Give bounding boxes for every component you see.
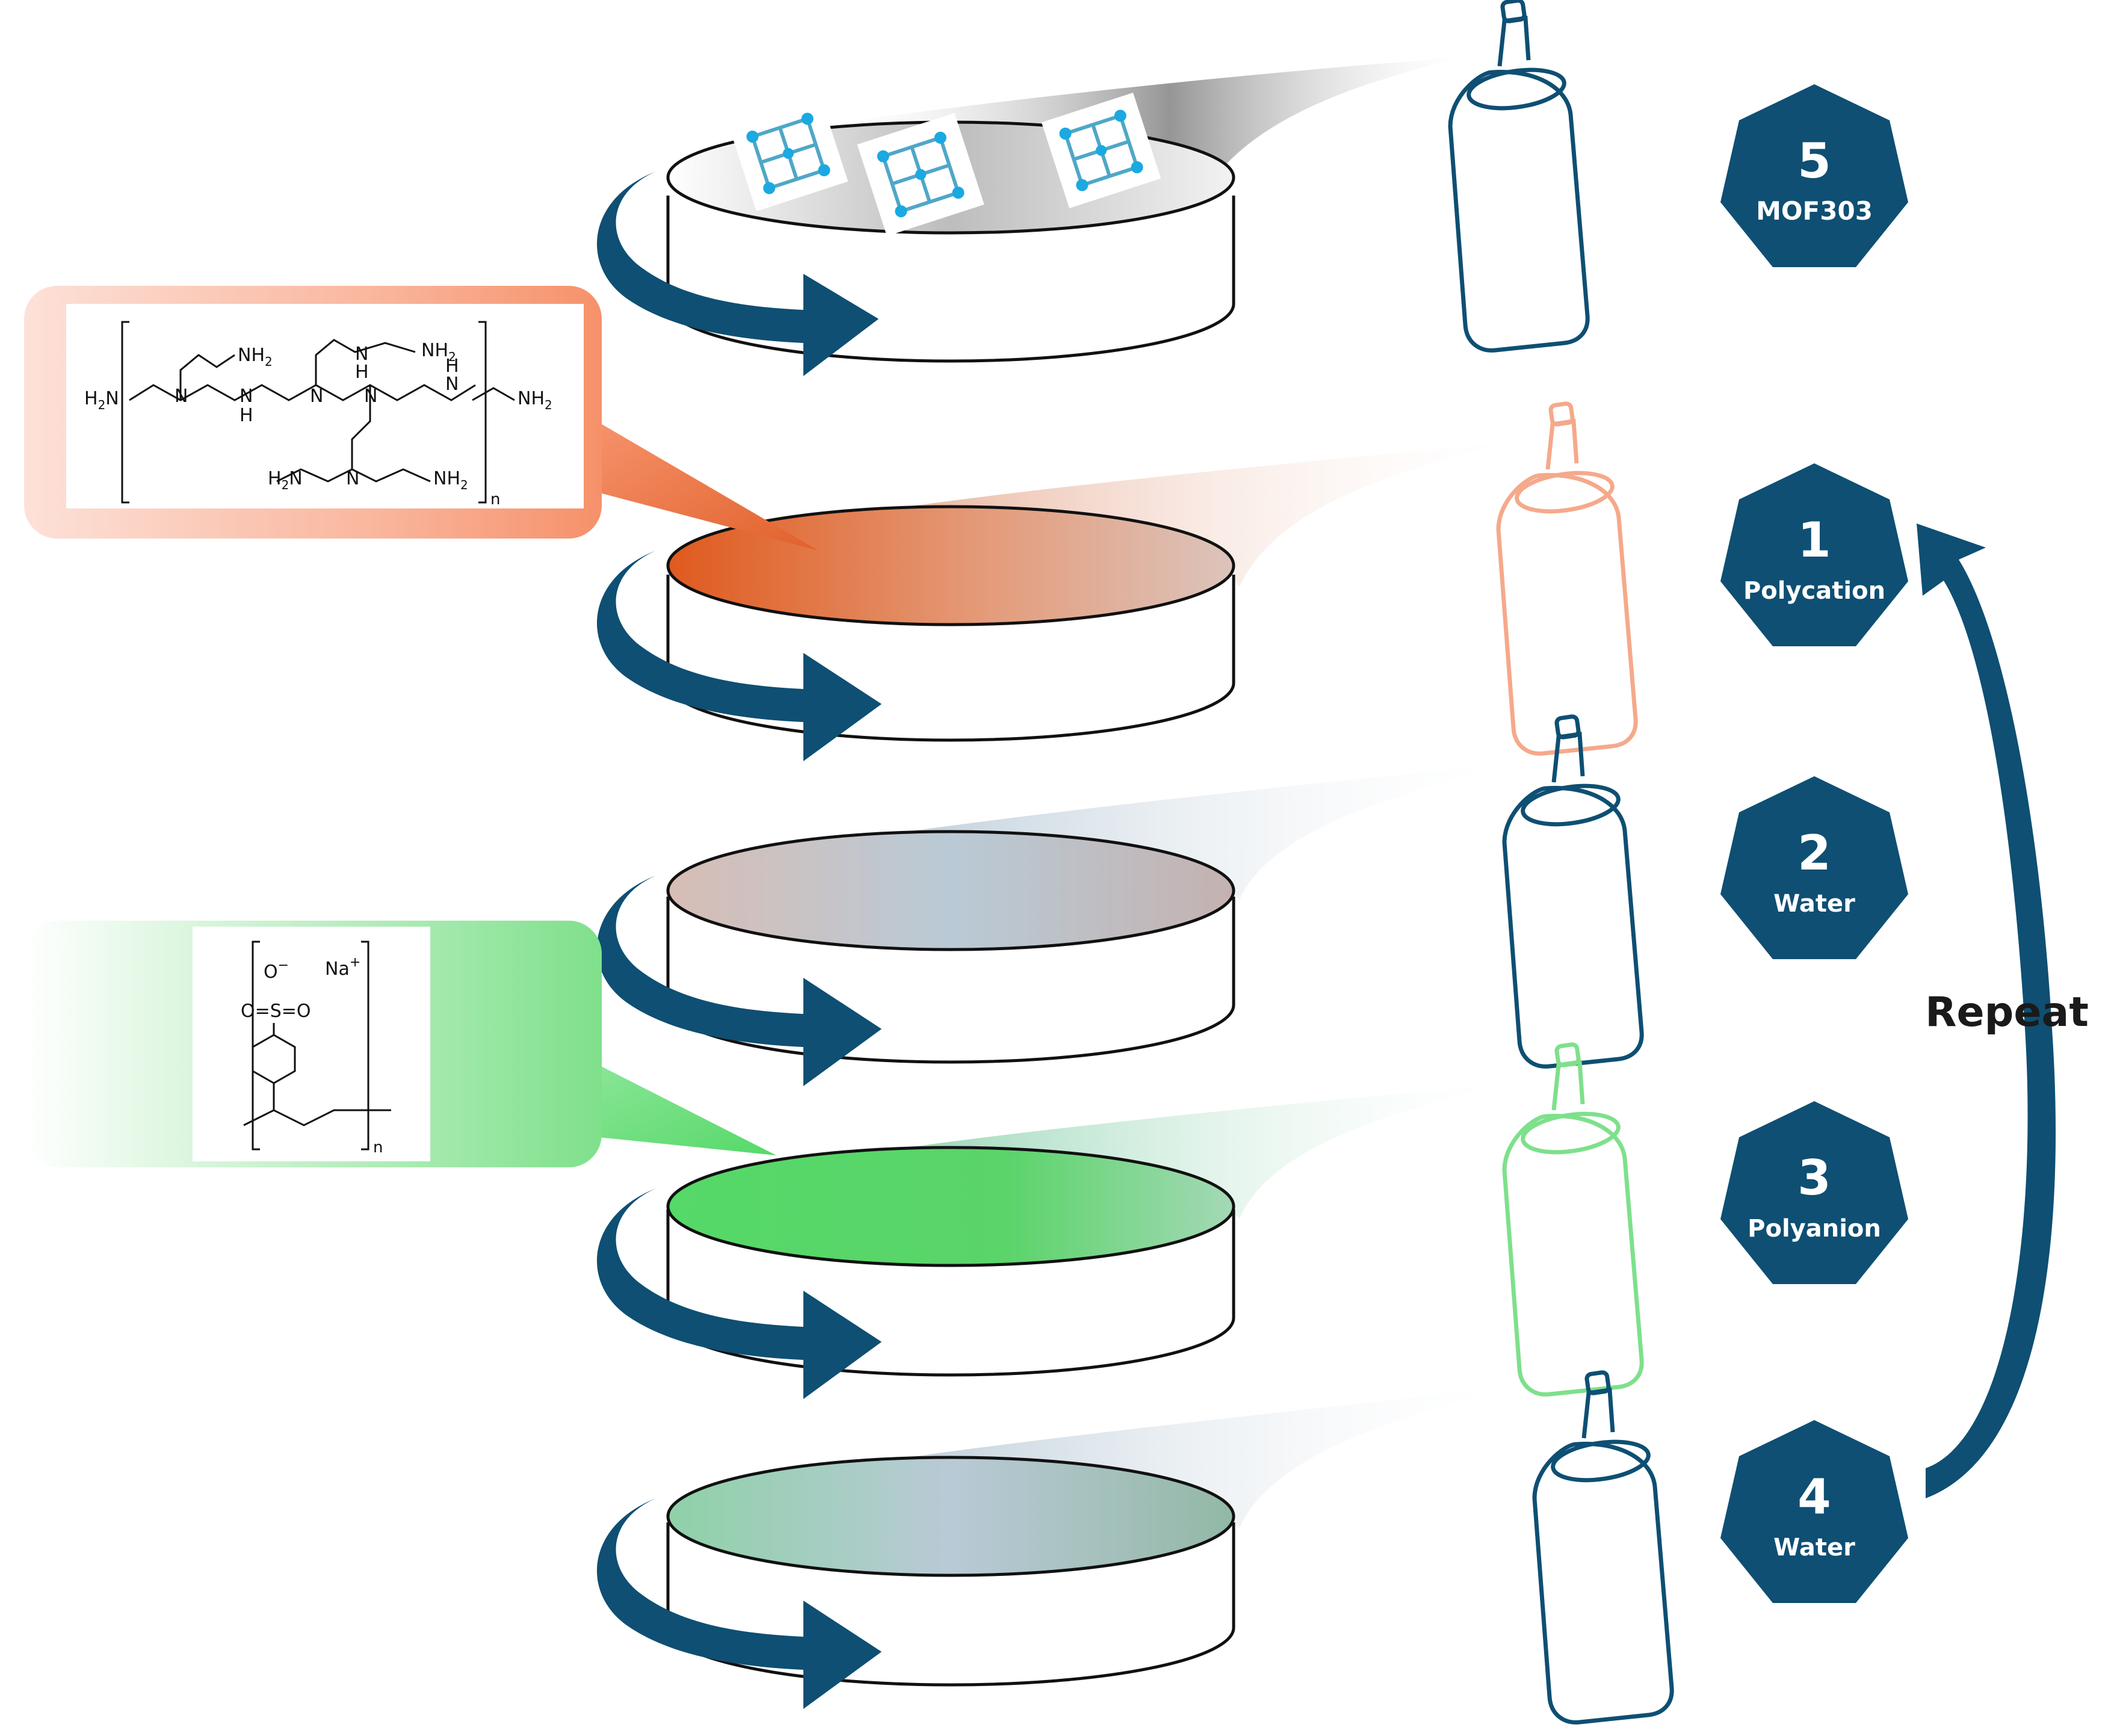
- pss-label: Na+: [325, 955, 360, 980]
- heptagon-badge-icon: [1720, 776, 1908, 959]
- pei-structure-panel: [66, 304, 584, 508]
- pss-structure-panel: [193, 927, 430, 1161]
- pei-label: N: [445, 374, 459, 395]
- rotation-arrow-icon: [596, 171, 879, 376]
- pei-label: H: [445, 356, 459, 377]
- pss-structure-drawing: [243, 941, 391, 1151]
- spray-can-icon: [1504, 716, 1642, 1067]
- spray-can-icon: [1498, 403, 1636, 754]
- spray-can-icon: [1504, 1044, 1642, 1395]
- heptagon-badge-icon: [1720, 1101, 1908, 1284]
- rotation-arrow-icon: [596, 1498, 882, 1709]
- step-badge-3: 3 Polyanion: [1720, 1101, 1908, 1284]
- pei-label: N: [240, 386, 253, 407]
- rotation-arrow-icon: [596, 876, 882, 1086]
- disc-top: [666, 1456, 1235, 1577]
- step-badge-5: 5 MOF303: [1720, 84, 1908, 267]
- disc-water-layer-1: [596, 764, 1510, 1086]
- mof-crystal-icon: [728, 95, 848, 212]
- disc-polyanion-layer: [596, 1083, 1510, 1399]
- pei-label: NH2: [518, 388, 552, 412]
- svg-text:5: 5: [1797, 133, 1831, 189]
- pei-bond: [472, 387, 515, 401]
- mof-crystal-icon: [1041, 92, 1161, 209]
- polyanion-callout: O− Na+ O=S=O n: [24, 921, 776, 1167]
- step-badge-2: 2 Water: [1720, 776, 1908, 959]
- pei-repeat-n: n: [490, 490, 500, 508]
- pei-label: N: [364, 386, 377, 407]
- pei-label: H: [355, 362, 369, 383]
- svg-text:2: 2: [1797, 825, 1831, 881]
- heptagon-badge-icon: [1720, 463, 1908, 646]
- svg-text:Polycation: Polycation: [1743, 577, 1885, 605]
- polyanion-spray-cone: [873, 1083, 1510, 1219]
- disc-top: [666, 1146, 1235, 1267]
- repeat-arrow-icon: [1917, 524, 2056, 1498]
- pei-label: N: [175, 386, 188, 407]
- pei-label: N: [355, 344, 368, 365]
- pss-label: O−: [264, 958, 289, 983]
- step-badge-1: 1 Polycation: [1720, 463, 1908, 646]
- svg-text:Polyanion: Polyanion: [1748, 1215, 1881, 1243]
- disc-top: [666, 830, 1235, 951]
- pei-label: N: [346, 468, 359, 489]
- pei-label: N: [310, 386, 323, 407]
- pei-label: H: [240, 405, 253, 426]
- callout-pointer: [599, 1065, 776, 1155]
- heptagon-badge-icon: [1720, 1420, 1908, 1603]
- rotation-arrow-icon: [596, 551, 882, 761]
- callout-pointer: [602, 424, 818, 551]
- disc-water-layer-2: [596, 1387, 1510, 1709]
- polycation-spray-cone: [873, 442, 1510, 587]
- repeat-label: Repeat: [1925, 989, 2089, 1036]
- rotation-arrow-icon: [596, 1188, 882, 1399]
- pei-structure-drawing: [121, 321, 487, 504]
- step-badge-4: 4 Water: [1720, 1420, 1908, 1603]
- disc-polycation-layer: [596, 442, 1510, 761]
- svg-text:Water: Water: [1773, 890, 1855, 918]
- svg-text:MOF303: MOF303: [1756, 196, 1873, 226]
- pss-repeat-n: n: [373, 1138, 383, 1157]
- spray-can-icon: [1450, 0, 1587, 350]
- disc-mof303-layer: [596, 57, 1462, 376]
- heptagon-badge-icon: [1720, 84, 1908, 267]
- water-spray-cone: [873, 1387, 1510, 1528]
- svg-text:4: 4: [1797, 1469, 1831, 1525]
- pss-label: O=S=O: [241, 1001, 311, 1022]
- spray-can-icon: [1535, 1372, 1672, 1723]
- polycation-callout: H2N N NH2 N H N N H NH2 N H N NH2 H2N N …: [24, 286, 818, 551]
- svg-text:Water: Water: [1773, 1534, 1855, 1561]
- mof-crystal-icon: [857, 113, 984, 236]
- svg-text:1: 1: [1797, 512, 1831, 568]
- svg-text:3: 3: [1797, 1150, 1831, 1206]
- disc-top: [666, 505, 1235, 626]
- water-spray-cone: [873, 764, 1510, 900]
